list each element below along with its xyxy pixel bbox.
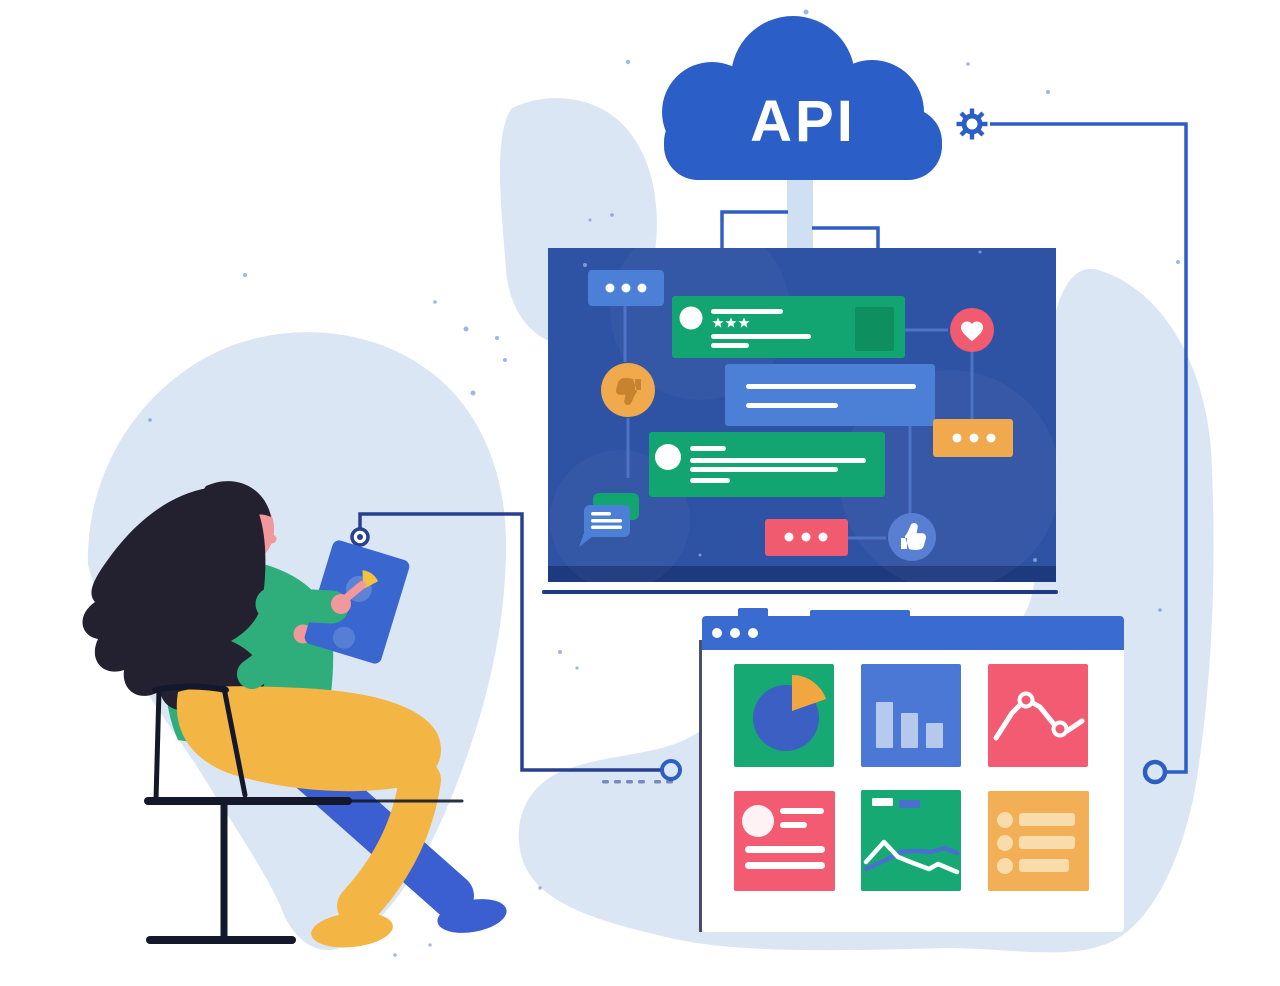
cloud-label: API: [750, 89, 856, 154]
text-line: [711, 334, 811, 339]
avatar-icon: [655, 444, 681, 470]
text-line: [746, 384, 916, 389]
dislike-reaction: [601, 363, 655, 417]
window-dots: [712, 628, 758, 638]
cloud-connectors: [720, 176, 880, 248]
gear-icon: [956, 108, 988, 140]
tablet-chart-wedge: [362, 570, 378, 590]
text-line: [745, 846, 825, 853]
cloud-base: [664, 108, 942, 180]
card-bullet-list: [988, 791, 1089, 891]
text-line: [745, 862, 825, 869]
woman-shoe-blue: [437, 899, 507, 933]
card-bar-chart: [861, 664, 961, 767]
ellipsis-icon: [784, 532, 828, 542]
decorative-specks: [148, 9, 1180, 957]
tablet-chart-arc: [332, 626, 355, 649]
ellipsis-icon: [605, 283, 647, 293]
like-reaction: [888, 513, 936, 561]
ellipsis-chip-orange: [933, 419, 1013, 457]
chair-back-right: [221, 685, 248, 798]
connector-node-icon: [660, 759, 682, 781]
connector-right-wire: [990, 122, 1188, 774]
connector-node-icon: [1142, 759, 1168, 785]
connector-left-wire: [358, 512, 662, 772]
analytics-monitor: [542, 248, 1060, 594]
avatar-icon: [742, 805, 774, 837]
text-line: [690, 478, 730, 483]
woman-finger: [340, 581, 366, 604]
text-line: [690, 467, 838, 472]
legend-swatch: [899, 800, 920, 808]
image-placeholder: [855, 307, 894, 351]
card-profile-text: [734, 791, 835, 891]
text-line: [690, 446, 726, 451]
area-chart-icon: [863, 839, 960, 875]
heart-icon: [960, 321, 984, 342]
review-card-green: [672, 296, 905, 358]
ellipsis-chip-pink: [765, 519, 848, 556]
woman-nose: [267, 534, 277, 544]
woman-arm-upper: [255, 587, 349, 624]
monitor-bottom-edge: [548, 566, 1056, 582]
ellipsis-icon: [952, 433, 996, 443]
wire-dashes: [602, 780, 673, 784]
cloud-stem: [787, 176, 813, 248]
woman-reading-tablet: [82, 481, 507, 948]
monitor-wires: [623, 306, 974, 540]
window-left-edge: [699, 640, 702, 932]
card-pie-chart: [734, 664, 834, 767]
woman-foot-yellow: [311, 912, 393, 948]
avatar-icon: [679, 306, 703, 330]
text-line: [780, 822, 807, 828]
connector-right: [956, 108, 1188, 785]
chair-back-left: [153, 687, 162, 803]
text-line: [746, 403, 838, 408]
ellipsis-chip-blue: [588, 270, 664, 306]
woman-hair-head: [191, 481, 271, 603]
woman-arm-lower: [237, 627, 311, 689]
chair: [144, 683, 464, 944]
woman-thigh: [176, 686, 441, 792]
message-card-blue: [725, 364, 935, 426]
api-cloud: API: [662, 16, 942, 180]
woman-leg-blue: [290, 750, 474, 918]
monitor-shadow-line: [542, 590, 1058, 594]
cloud-bracket-right: [812, 226, 880, 248]
connector-left: [350, 512, 682, 784]
screen-specks: [583, 250, 1037, 562]
pie-chart-icon: [753, 674, 826, 751]
connector-node-icon: [350, 527, 370, 547]
heart-reaction: [950, 308, 994, 352]
text-line: [711, 343, 749, 348]
woman-calf: [337, 759, 441, 927]
chair-back-top: [152, 683, 229, 693]
text-line: [690, 458, 866, 463]
card-line-chart: [988, 664, 1088, 767]
card-area-chart: [861, 790, 961, 891]
cloud-bracket-left: [720, 210, 788, 248]
text-line: [780, 808, 824, 814]
text-line: [711, 309, 783, 314]
legend-swatch: [872, 798, 893, 806]
line-chart-icon: [993, 691, 1085, 741]
dashboard-browser-window: [699, 608, 1124, 932]
bar-chart-icon: [876, 702, 943, 748]
chat-bubbles-icon: [579, 493, 639, 547]
bullet-list-icon: [997, 812, 1075, 874]
comment-card-green: [649, 432, 885, 497]
